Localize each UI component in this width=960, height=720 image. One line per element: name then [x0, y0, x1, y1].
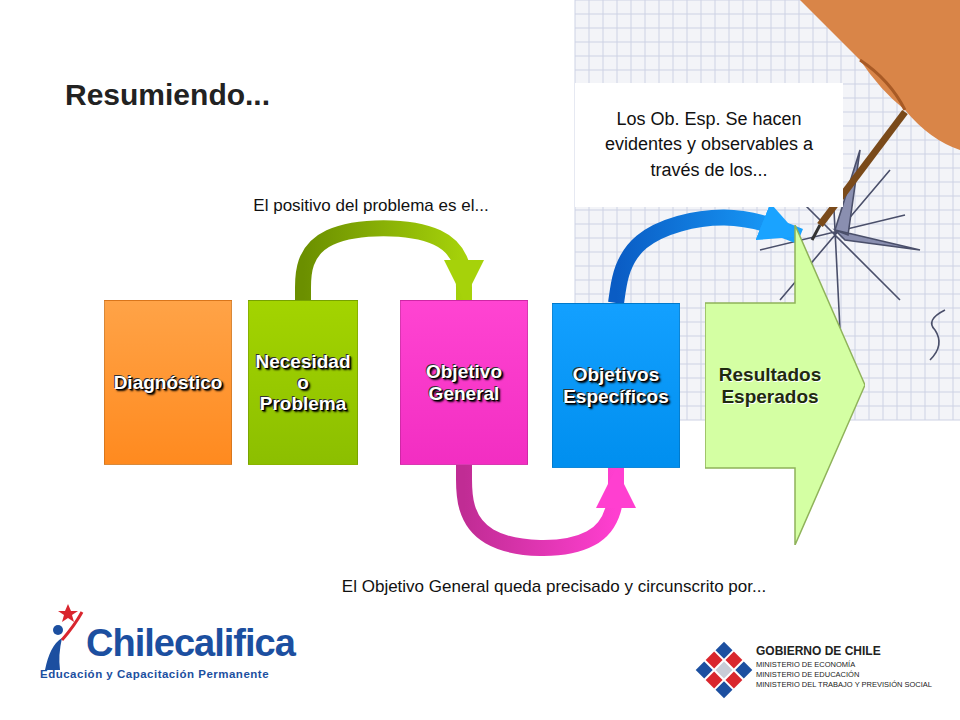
grid-line: [575, 210, 960, 211]
logo-arm: [62, 612, 82, 640]
pencil-tip: [812, 225, 820, 240]
grid-line: [575, 280, 960, 281]
problem-box: Necesidad o Problema: [248, 300, 358, 465]
grid-line: [575, 294, 960, 295]
government-name: GOBIERNO DE CHILE: [756, 644, 881, 658]
logo-wordmark: Chilecalifica: [86, 622, 295, 665]
curved-arrow: [303, 228, 464, 300]
arrow-body: Resultados Esperados: [705, 303, 835, 468]
diagnosis-box: Diagnóstico: [104, 300, 232, 465]
finger-crease: [860, 60, 905, 110]
emblem-square: [716, 681, 733, 698]
curved-arrow: [464, 465, 616, 548]
ministry-name: MINISTERIO DEL TRABAJO Y PREVISIÓN SOCIA…: [756, 680, 932, 689]
ministry-name: MINISTERIO DE EDUCACIÓN: [756, 670, 859, 679]
connector-note: El Objetivo General queda precisado y ci…: [318, 575, 790, 599]
logo-head: [53, 625, 63, 635]
gobierno-emblem: [696, 642, 753, 699]
results-arrow: Resultados Esperados: [705, 225, 865, 545]
compass-points: [835, 150, 920, 250]
general-objective-box: Objetivo General: [400, 300, 528, 465]
connector-note: El positivo del problema es el...: [186, 194, 556, 218]
curved-arrow: [616, 218, 800, 303]
compass-letter: [930, 310, 945, 360]
box-label: Objetivos Específicos: [559, 364, 673, 407]
arrow-shape: [705, 225, 865, 545]
specific-objectives-box: Objetivos Específicos: [552, 303, 680, 468]
box-label: Objetivo General: [407, 361, 521, 404]
box-label: Necesidad o Problema: [255, 351, 351, 415]
callout-box: Los Ob. Esp. Se hacen evidentes y observ…: [575, 83, 843, 207]
box-label: Diagnóstico: [114, 372, 223, 393]
logo-tagline: Educación y Capacitación Permanente: [40, 668, 269, 680]
chilecalifica-logo-mark: [45, 604, 82, 670]
logo-star: [58, 604, 78, 622]
ministry-name: MINISTERIO DE ECONOMÍA: [756, 660, 855, 669]
grid-line: [575, 238, 960, 239]
slide-title: Resumiendo...: [65, 78, 270, 112]
logo-body: [45, 638, 62, 670]
box-label: Resultados Esperados: [705, 364, 835, 407]
